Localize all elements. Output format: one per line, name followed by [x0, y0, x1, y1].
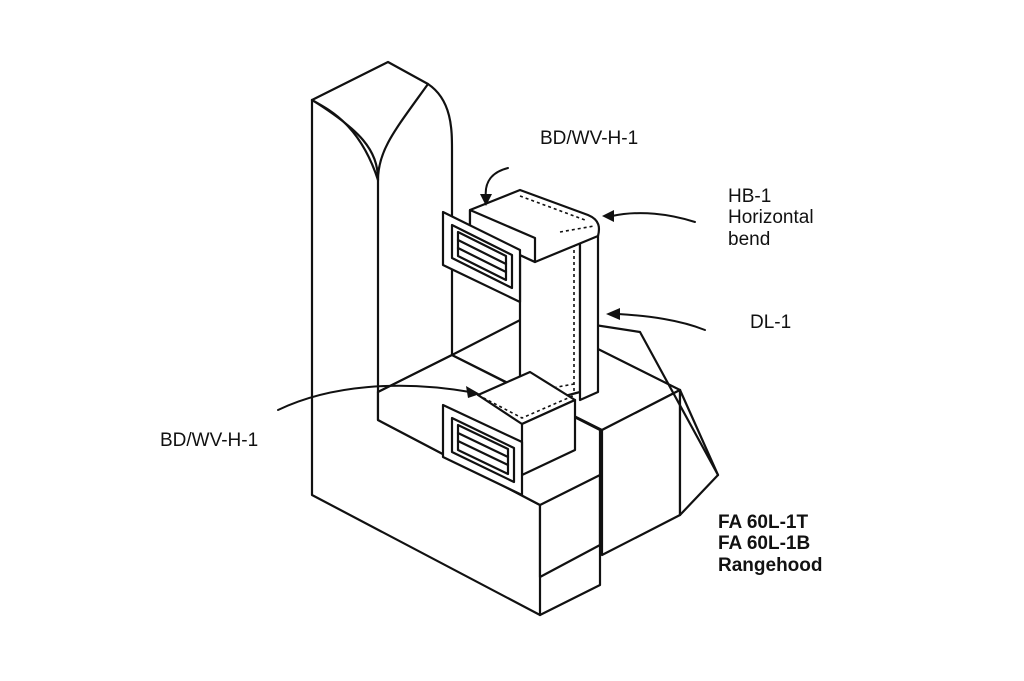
label-bend-code: HB-1: [728, 186, 772, 207]
wall-vent-top: [441, 210, 522, 304]
leader-arrows: [277, 167, 706, 411]
arrowhead-bend: [602, 210, 614, 222]
arrow-bottom-connector: [277, 384, 471, 411]
label-bend-line2: Horizontal: [728, 207, 814, 229]
label-product-line2: FA 60L-1B: [718, 533, 811, 555]
label-product-line3: Rangehood: [718, 554, 823, 576]
arrowhead-top-connector: [480, 194, 492, 206]
lower-duct-box: [476, 370, 577, 477]
arrowhead-duct-length: [606, 308, 620, 320]
label-horizontal-bend: HB-1 Horizontal bend: [728, 186, 814, 250]
label-bottom-connector: BD/WV-H-1: [160, 430, 259, 451]
label-bend-line3: bend: [728, 228, 771, 250]
label-top-connector: BD/WV-H-1: [540, 128, 639, 149]
arrowhead-bottom-connector: [466, 386, 480, 398]
label-duct-length: DL-1: [750, 312, 792, 333]
wall-vent-bottom: [441, 403, 524, 497]
arrow-duct-length: [617, 313, 706, 331]
label-product-line1: FA 60L-1T: [718, 512, 809, 533]
arrow-bend: [611, 212, 696, 223]
label-product: FA 60L-1T FA 60L-1B Rangehood: [718, 512, 823, 576]
arrow-top-connector: [484, 167, 509, 199]
